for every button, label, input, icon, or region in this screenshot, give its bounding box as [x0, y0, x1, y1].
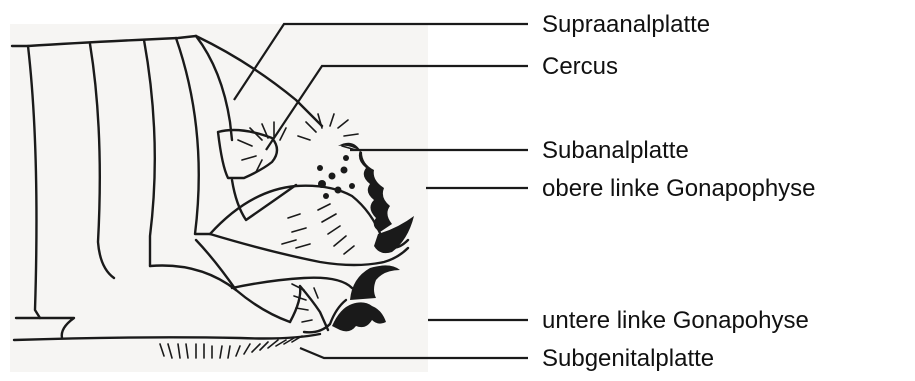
label-untere-gonapophyse: untere linke Gonapohyse: [542, 307, 809, 334]
label-supraanalplatte: Supraanalplatte: [542, 11, 710, 38]
label-subgenitalplatte: Subgenitalplatte: [542, 345, 714, 372]
label-subanalplatte: Subanalplatte: [542, 137, 689, 164]
label-obere-gonapophyse: obere linke Gonapophyse: [542, 175, 816, 202]
label-group: Supraanalplatte Cercus Subanalplatte obe…: [542, 11, 816, 372]
label-cercus: Cercus: [542, 53, 618, 80]
